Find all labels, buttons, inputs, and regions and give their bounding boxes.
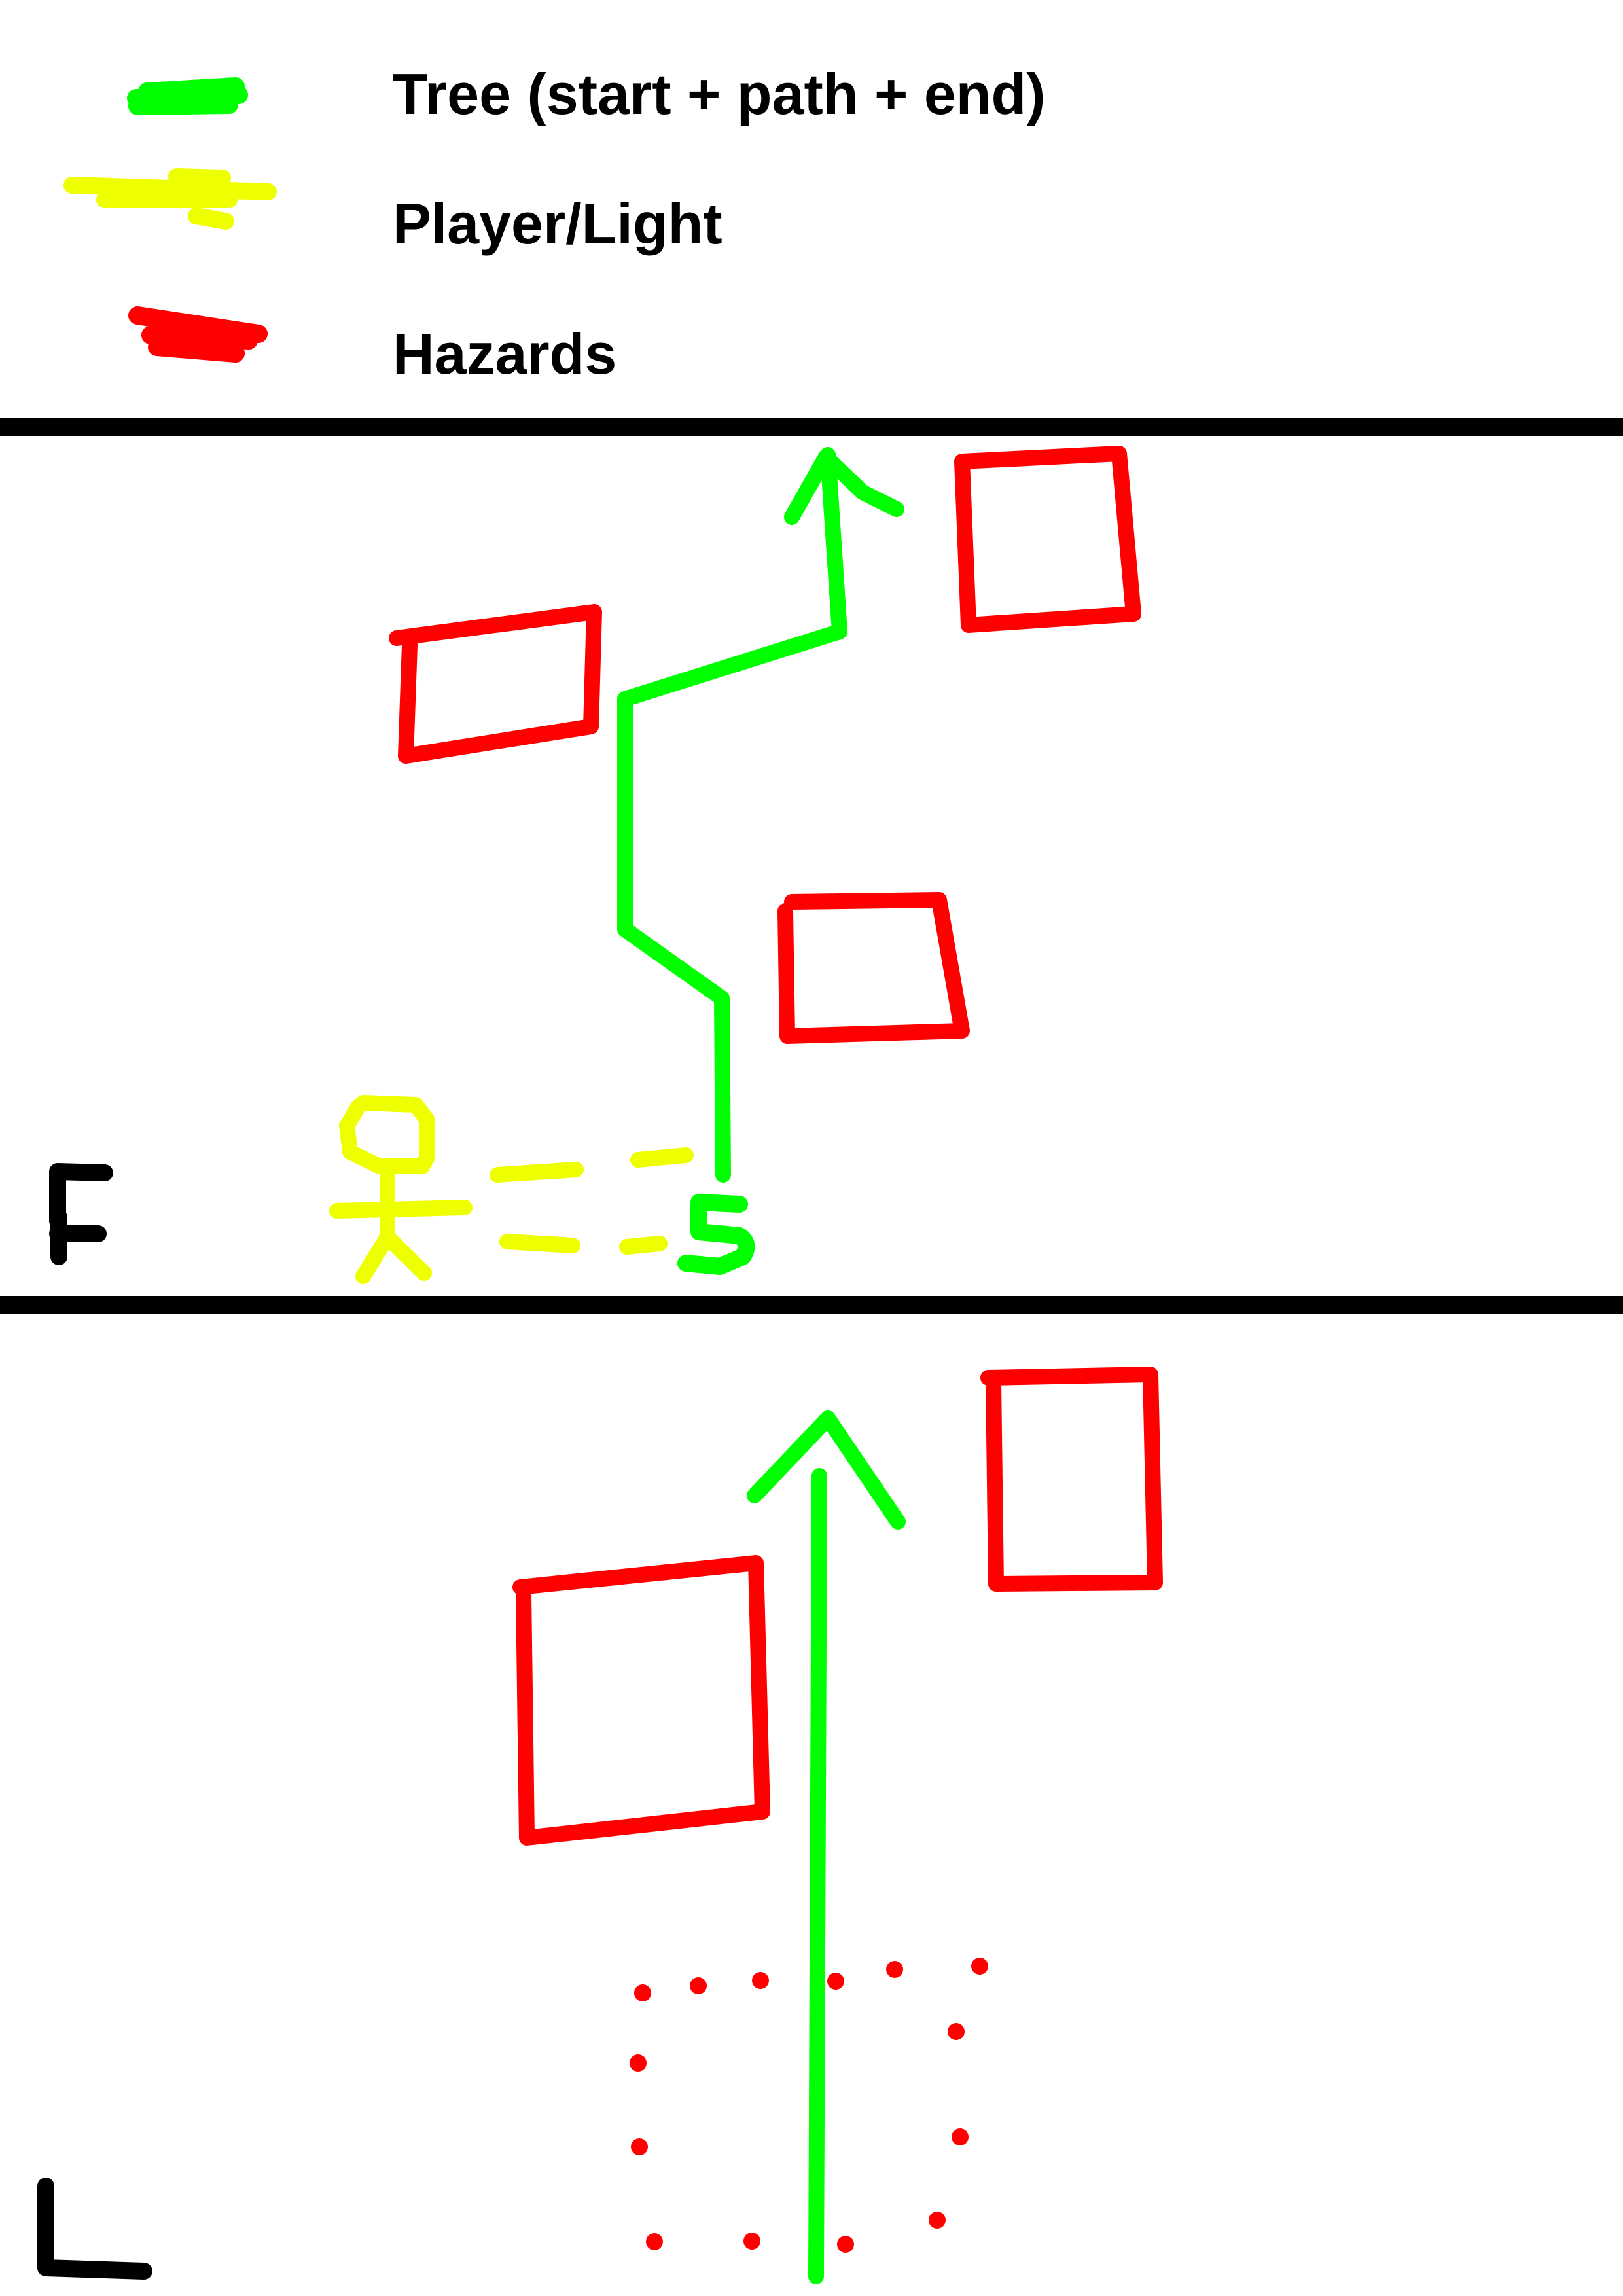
panel-divider-middle xyxy=(0,1296,1623,1314)
tree-path xyxy=(617,447,847,1183)
hazard-box xyxy=(512,1555,770,1846)
tree-path xyxy=(808,1468,827,2284)
legend-swatch-hazard xyxy=(128,306,268,363)
panel-divider-top xyxy=(0,418,1623,436)
tree-path-arrowhead xyxy=(747,1410,906,1530)
hazard-box xyxy=(389,604,602,764)
player-light-beam xyxy=(490,1147,694,1255)
hazard-box xyxy=(980,1367,1163,1592)
hazard-box xyxy=(777,892,970,1044)
tree-start-marker xyxy=(677,1194,755,1275)
panel-letter-l xyxy=(37,2178,152,2280)
legend-swatch-tree xyxy=(127,77,248,115)
player-figure xyxy=(329,1095,473,1284)
tree-path-arrowhead xyxy=(784,449,904,525)
legend xyxy=(63,77,277,363)
hazard-zone-dotted xyxy=(630,1958,988,2253)
player-head xyxy=(339,1095,435,1174)
panel-letter-f xyxy=(49,1163,113,1265)
legend-swatch-player xyxy=(63,168,277,230)
legend-label-player: Player/Light xyxy=(393,191,722,256)
legend-label-hazard: Hazards xyxy=(393,321,617,386)
hazard-box xyxy=(954,446,1141,633)
legend-label-tree: Tree (start + path + end) xyxy=(393,62,1046,126)
panel-f xyxy=(49,446,1141,1284)
player-body xyxy=(329,1158,473,1284)
panel-l xyxy=(37,1367,1163,2284)
